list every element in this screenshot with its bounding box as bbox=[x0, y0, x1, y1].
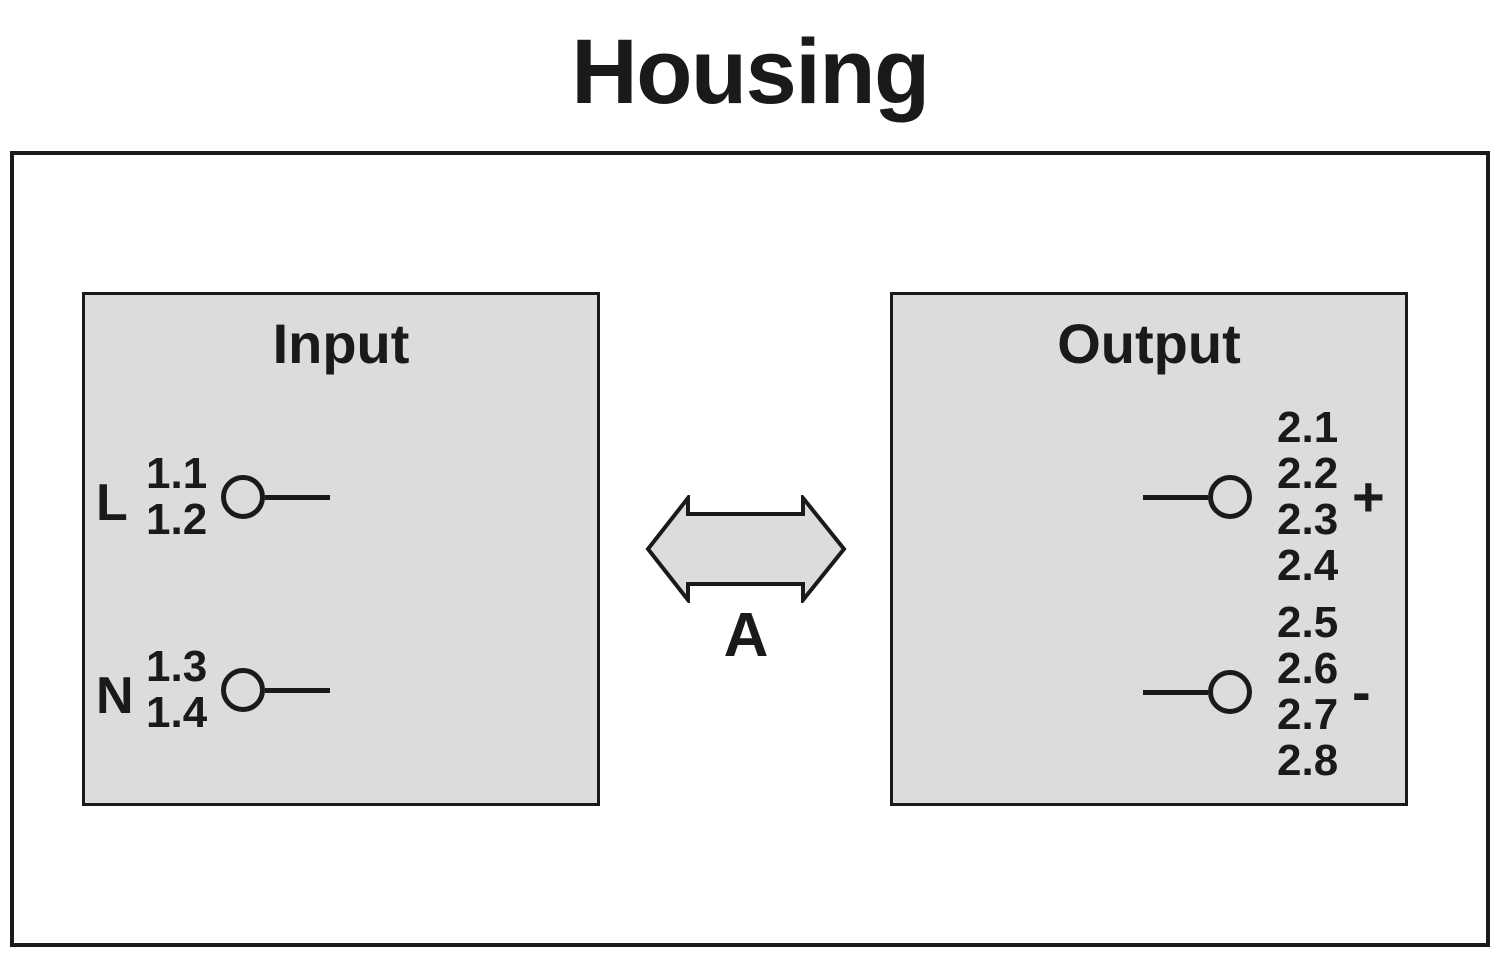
pin-number: 2.4 bbox=[1277, 541, 1339, 590]
terminal-circle-icon bbox=[1208, 670, 1252, 714]
pin-number: 2.3 bbox=[1277, 495, 1339, 544]
terminal-letter-n: N bbox=[96, 667, 134, 725]
pin-number-group: 1.3 1.4 bbox=[146, 644, 210, 736]
terminal-circle-icon bbox=[1208, 475, 1252, 519]
input-terminal-row-n: N 1.3 1.4 bbox=[96, 640, 330, 740]
output-panel-title: Output bbox=[1057, 312, 1241, 375]
wire-line bbox=[265, 494, 330, 500]
output-terminal-row-plus: 2.1 2.2 2.3 2.4 + bbox=[1143, 402, 1385, 592]
terminal-circle-icon bbox=[221, 668, 265, 712]
output-terminal-row-minus: 2.5 2.6 2.7 2.8 - bbox=[1143, 597, 1371, 787]
pin-number: 2.8 bbox=[1277, 736, 1339, 785]
pin-number-group: 1.1 1.2 bbox=[146, 451, 210, 543]
housing-outline: Input L 1.1 1.2 N 1.3 1.4 A Output bbox=[10, 151, 1490, 947]
pin-number: 1.4 bbox=[146, 688, 208, 737]
pin-number: 1.3 bbox=[146, 642, 208, 691]
polarity-plus-sign: + bbox=[1352, 465, 1385, 528]
pin-number-group: 2.1 2.2 2.3 2.4 bbox=[1277, 405, 1341, 589]
pin-number: 1.2 bbox=[146, 495, 208, 544]
polarity-minus-sign: - bbox=[1352, 660, 1371, 723]
diagram-title: Housing bbox=[571, 21, 930, 123]
wire-line bbox=[1143, 689, 1208, 695]
pin-number: 1.1 bbox=[146, 449, 208, 498]
terminal-circle-icon bbox=[221, 475, 265, 519]
input-panel-title: Input bbox=[272, 312, 410, 375]
output-panel: Output 2.1 2.2 2.3 2.4 + 2.5 2.6 2.7 2.8… bbox=[890, 292, 1408, 806]
bidirectional-arrow-icon bbox=[645, 495, 847, 603]
pin-number: 2.1 bbox=[1277, 403, 1339, 452]
terminal-letter-l: L bbox=[96, 474, 128, 532]
pin-number: 2.5 bbox=[1277, 598, 1339, 647]
arrow-label: A bbox=[723, 601, 769, 670]
wire-line bbox=[1143, 494, 1208, 500]
pin-number-group: 2.5 2.6 2.7 2.8 bbox=[1277, 600, 1341, 784]
input-panel: Input L 1.1 1.2 N 1.3 1.4 bbox=[82, 292, 600, 806]
pin-number: 2.7 bbox=[1277, 690, 1339, 739]
pin-number: 2.6 bbox=[1277, 644, 1339, 693]
input-terminal-row-l: L 1.1 1.2 bbox=[96, 447, 330, 547]
wire-line bbox=[265, 687, 330, 693]
pin-number: 2.2 bbox=[1277, 449, 1339, 498]
